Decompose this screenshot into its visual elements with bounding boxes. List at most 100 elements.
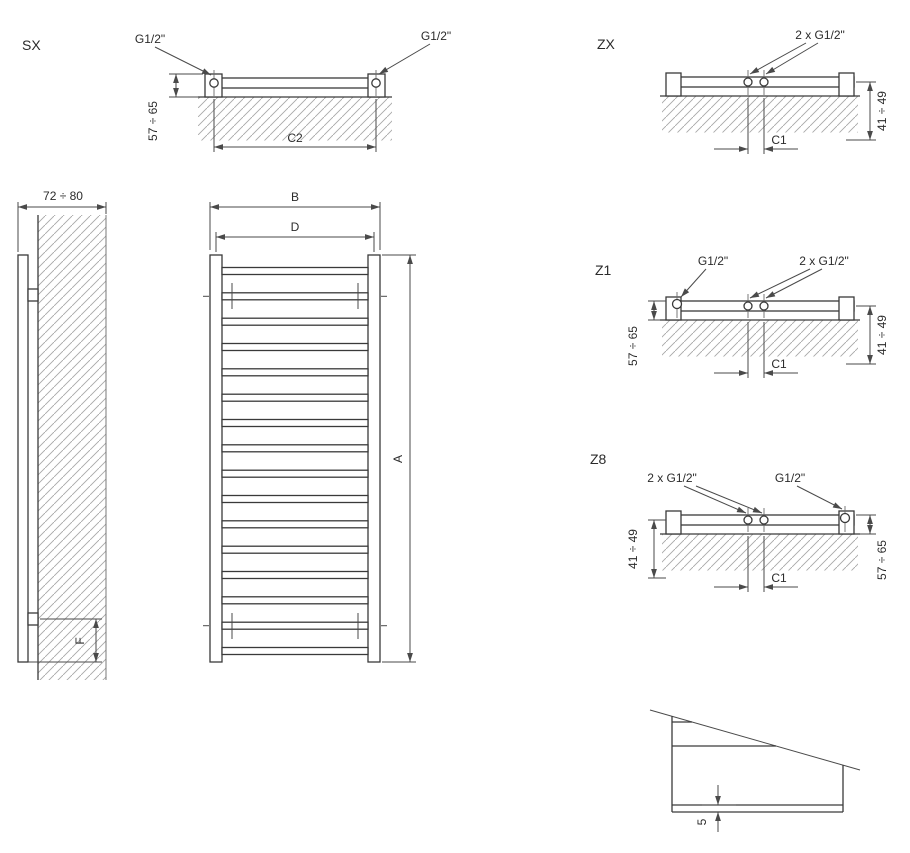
rung bbox=[221, 596, 369, 605]
rung bbox=[221, 266, 369, 276]
rung bbox=[221, 393, 369, 402]
view-z8: Z8 2 x G1/2" G1/2" 41 ÷ 49 bbox=[590, 451, 889, 592]
wall-hatch bbox=[38, 215, 106, 680]
leader-line bbox=[378, 43, 431, 75]
leader-conn-center: 2 x G1/2" bbox=[749, 28, 845, 75]
dim-d: D bbox=[215, 220, 375, 252]
center-connection-valve bbox=[743, 77, 753, 87]
view-z8-label: Z8 bbox=[590, 451, 607, 467]
rung bbox=[221, 621, 369, 630]
dim-b: B bbox=[209, 190, 381, 250]
center-connection-valve bbox=[759, 77, 769, 87]
upper-bracket bbox=[27, 288, 39, 302]
dim-z1-left: 57 ÷ 65 bbox=[626, 300, 666, 366]
view-detail: 5 bbox=[649, 709, 861, 832]
rung bbox=[221, 317, 369, 326]
leader-line bbox=[154, 46, 212, 76]
center-connection-valve bbox=[759, 301, 769, 311]
conn-left-label: G1/2" bbox=[698, 254, 728, 268]
dim-detail-gap: 5 bbox=[695, 785, 736, 832]
leader-conn-center: 2 x G1/2" bbox=[647, 471, 763, 514]
dim-c2-label: C2 bbox=[287, 131, 303, 145]
leader-conn-center: 2 x G1/2" bbox=[749, 254, 849, 299]
left-connection-valve bbox=[671, 298, 683, 310]
leader-line bbox=[749, 268, 811, 299]
dim-z1-c1: C1 bbox=[714, 322, 798, 378]
conn-right-label: G1/2" bbox=[775, 471, 805, 485]
center-connection-valve bbox=[743, 515, 753, 525]
rung bbox=[221, 494, 369, 504]
conn-center-label: 2 x G1/2" bbox=[799, 254, 849, 268]
dim-z8-right: 57 ÷ 65 bbox=[856, 514, 889, 580]
right-fitting bbox=[838, 296, 855, 321]
wall-hatch bbox=[198, 97, 392, 141]
dim-c1-label: C1 bbox=[771, 133, 787, 147]
dim-depth-label: 72 ÷ 80 bbox=[43, 189, 83, 203]
dim-sx-wall-distance: 57 ÷ 65 bbox=[146, 73, 203, 141]
view-sx-label: SX bbox=[22, 37, 41, 53]
dim-sx-wall-label: 57 ÷ 65 bbox=[146, 101, 160, 141]
dim-z1-left-label: 57 ÷ 65 bbox=[626, 326, 640, 366]
dim-zx-wall-label: 41 ÷ 49 bbox=[875, 91, 889, 131]
rung bbox=[221, 342, 369, 352]
view-side: 72 ÷ 80 F bbox=[17, 189, 107, 680]
view-front: B D A bbox=[203, 190, 416, 663]
view-sx: SX G1/2" G1/2" 57 ÷ 65 bbox=[22, 29, 451, 152]
dim-a-label: A bbox=[391, 455, 405, 463]
radiator-side-profile bbox=[17, 254, 29, 663]
right-collector bbox=[367, 254, 381, 663]
conn-left-label: G1/2" bbox=[135, 32, 165, 46]
leader-conn-right: G1/2" bbox=[378, 29, 451, 75]
dim-f: F bbox=[28, 618, 102, 663]
view-z1-label: Z1 bbox=[595, 262, 612, 278]
leader-line bbox=[765, 268, 823, 299]
rung bbox=[221, 444, 369, 453]
right-connection-valve bbox=[371, 78, 381, 88]
dim-a: A bbox=[382, 254, 416, 663]
conn-right-label: G1/2" bbox=[421, 29, 451, 43]
dim-z8-left-label: 41 ÷ 49 bbox=[626, 529, 640, 569]
dim-f-label: F bbox=[73, 637, 87, 644]
center-connection-valve bbox=[743, 301, 753, 311]
tilt-reference-line bbox=[649, 709, 861, 771]
center-connection-valve bbox=[759, 515, 769, 525]
lower-bracket bbox=[27, 612, 39, 626]
view-zx: ZX 2 x G1/2" C1 41 ÷ 49 bbox=[597, 28, 889, 154]
rung bbox=[221, 545, 369, 554]
dim-z8-right-label: 57 ÷ 65 bbox=[875, 540, 889, 580]
leader-conn-left: G1/2" bbox=[680, 254, 728, 298]
rung bbox=[221, 570, 369, 580]
dim-z8-c1: C1 bbox=[714, 536, 798, 592]
conn-center-label: 2 x G1/2" bbox=[647, 471, 697, 485]
left-fitting bbox=[665, 510, 682, 535]
rung bbox=[221, 520, 369, 529]
dim-zx-wall-distance: 41 ÷ 49 bbox=[846, 81, 889, 141]
rung bbox=[221, 292, 369, 301]
dim-zx-c1: C1 bbox=[714, 98, 798, 154]
dim-d-label: D bbox=[291, 220, 300, 234]
radiator-tube-top bbox=[212, 77, 378, 89]
left-collector bbox=[209, 254, 223, 663]
left-connection-valve bbox=[209, 78, 219, 88]
dim-c2: C2 bbox=[213, 99, 377, 152]
leader-line bbox=[695, 485, 763, 514]
left-fitting bbox=[665, 72, 682, 97]
dim-b-label: B bbox=[291, 190, 299, 204]
right-fitting bbox=[838, 72, 855, 97]
dim-c1-label: C1 bbox=[771, 357, 787, 371]
dim-depth: 72 ÷ 80 bbox=[17, 189, 107, 252]
rung bbox=[221, 368, 369, 377]
view-zx-label: ZX bbox=[597, 36, 616, 52]
leader-conn-right: G1/2" bbox=[775, 471, 843, 510]
dim-z1-right-label: 41 ÷ 49 bbox=[875, 315, 889, 355]
leader-line bbox=[683, 485, 747, 514]
leader-conn-left: G1/2" bbox=[135, 32, 212, 76]
rung bbox=[221, 469, 369, 478]
conn-center-label: 2 x G1/2" bbox=[795, 28, 845, 42]
wall-hatch bbox=[662, 534, 858, 571]
bracket-marks bbox=[203, 283, 387, 639]
leader-line bbox=[680, 268, 707, 298]
wall-hatch bbox=[662, 320, 858, 357]
